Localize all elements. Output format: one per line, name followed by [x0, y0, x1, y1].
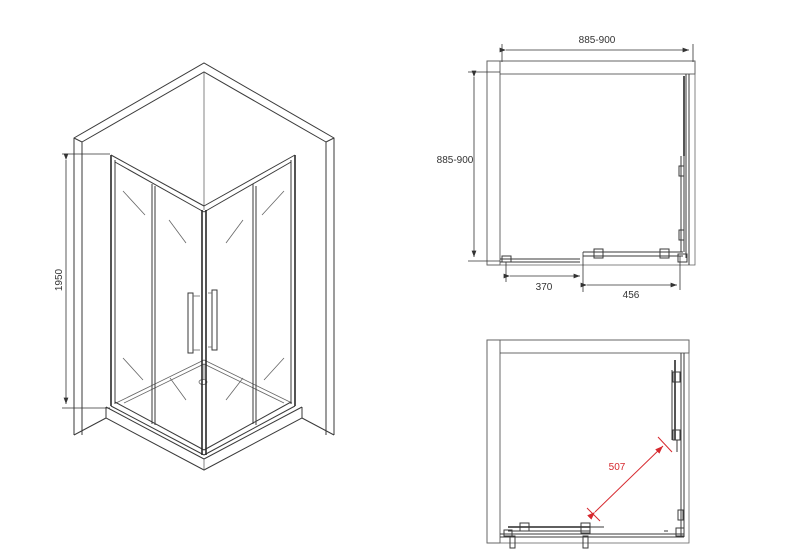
right-glass-panel — [203, 154, 296, 456]
front-panel-open — [500, 522, 684, 549]
depth-dimension: 885-900 — [437, 70, 500, 262]
diagonal-entry-label: 507 — [609, 462, 626, 473]
height-dimension: 1950 — [54, 153, 110, 409]
corner-walls — [73, 62, 335, 436]
right-side-panel — [678, 74, 690, 265]
left-glass-panel — [110, 154, 205, 456]
left-brick-wall — [486, 60, 501, 266]
height-label: 1950 — [54, 268, 65, 291]
width-dimension: 885-900 — [499, 35, 694, 62]
shower-tray — [105, 359, 303, 471]
door-opening-dimension: 456 — [580, 256, 681, 301]
left-brick-wall-2 — [486, 339, 501, 544]
width-label: 885-900 — [579, 35, 616, 46]
door-opening-label: 456 — [623, 290, 640, 301]
depth-label: 885-900 — [437, 155, 474, 166]
front-panel — [500, 248, 688, 263]
fixed-panel-dimension: 370 — [503, 252, 584, 293]
isometric-shower-view: 1950 — [54, 62, 335, 471]
door-handles — [187, 289, 218, 354]
top-brick-wall-2 — [486, 339, 690, 354]
plan-view-sliding: 885-900 885-900 370 456 — [437, 35, 696, 301]
diagonal-entry-dimension: 507 — [586, 436, 673, 522]
fixed-panel-label: 370 — [536, 282, 553, 293]
plan-view-open-doors: 507 — [486, 339, 690, 549]
right-panel-open — [671, 353, 685, 537]
top-brick-wall — [486, 60, 696, 75]
